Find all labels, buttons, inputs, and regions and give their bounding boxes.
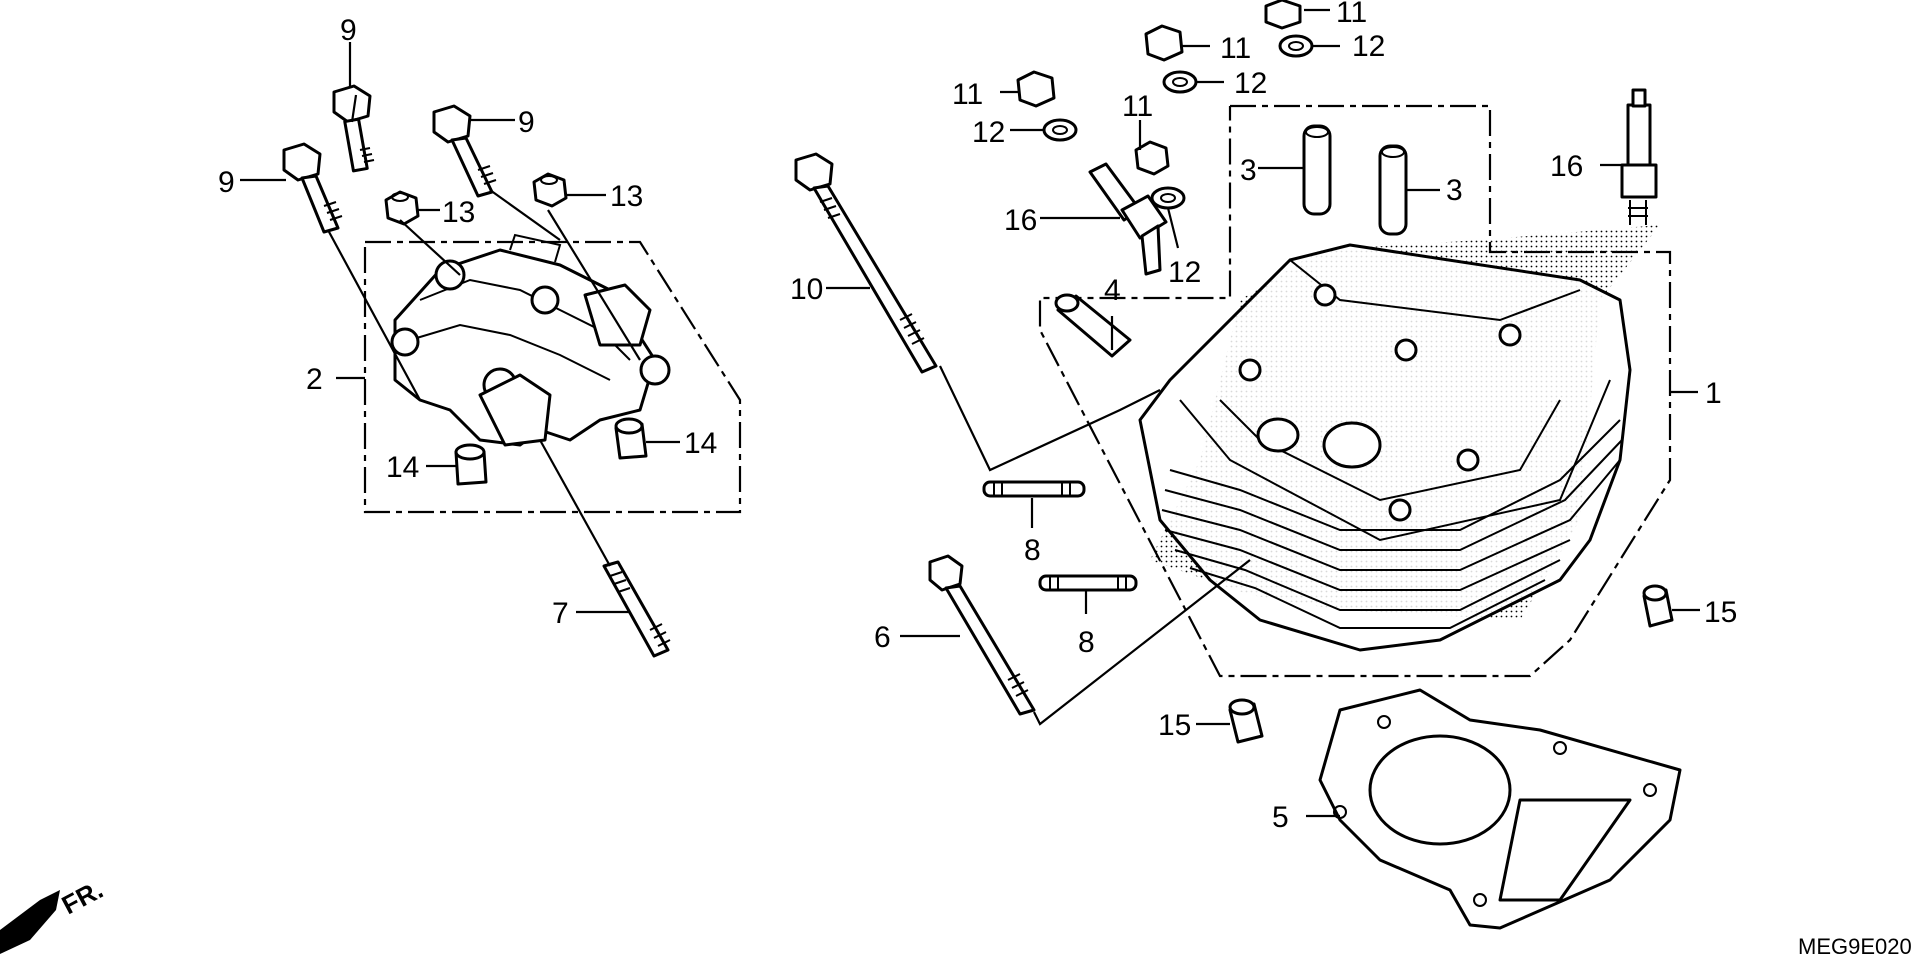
callout-15-b: 15 [1158, 709, 1191, 742]
dowel-14-b [614, 417, 648, 460]
bolt-6 [928, 554, 1036, 716]
callout-11-a: 11 [1336, 0, 1367, 29]
callout-13-a: 13 [442, 196, 475, 229]
washer-12-c [1042, 118, 1078, 142]
callout-10: 10 [790, 273, 823, 306]
bolt-9-b [432, 104, 497, 198]
callout-11-c: 11 [952, 78, 983, 111]
washer-12-b [1162, 70, 1198, 94]
rocker-arm-holder [390, 233, 671, 447]
callout-14-b: 14 [684, 427, 717, 460]
spark-plug-16-a [1620, 88, 1658, 225]
bolt-9-a [332, 84, 375, 173]
front-arrow-icon [0, 890, 60, 954]
rocker-group-boundary [363, 240, 742, 514]
callout-13-b: 13 [610, 180, 643, 213]
dowel-pin-8-a [982, 480, 1086, 498]
callout-6: 6 [874, 621, 891, 654]
washer-12-d [1150, 186, 1186, 210]
dowel-pin-8-b [1038, 574, 1138, 592]
callout-11-d: 11 [1122, 90, 1153, 123]
callout-1: 1 [1705, 377, 1722, 410]
nut-11-b [1144, 24, 1184, 62]
nut-13-b [532, 172, 568, 208]
rocker-arm-group [240, 42, 742, 658]
washer-12-a [1278, 34, 1314, 58]
callout-5: 5 [1272, 801, 1289, 834]
nut-11-c [1016, 70, 1056, 108]
front-label: FR. [57, 874, 108, 920]
dowel-14-a [454, 443, 488, 486]
nut-13-a [384, 190, 420, 226]
callout-4: 4 [1104, 274, 1121, 307]
nut-11-d [1134, 140, 1170, 176]
callout-11-b: 11 [1220, 32, 1251, 65]
valve-guide-3-a [1302, 124, 1332, 216]
valve-guide-3-b [1378, 144, 1408, 236]
callout-16-b: 16 [1004, 204, 1037, 237]
cylinder-head [1138, 243, 1632, 652]
cylinder-head-group [794, 0, 1700, 930]
callout-14-a: 14 [386, 451, 419, 484]
callout-7: 7 [552, 597, 569, 630]
callout-2: 2 [306, 363, 323, 396]
callout-3-a: 3 [1240, 154, 1257, 187]
callout-9-c: 9 [218, 166, 235, 199]
callout-16-a: 16 [1550, 150, 1583, 183]
callout-8-b: 8 [1078, 626, 1095, 659]
callout-12-d: 12 [1168, 256, 1201, 289]
dowel-15-b [1228, 698, 1264, 744]
bolt-10 [794, 152, 938, 374]
callout-9-b: 9 [518, 106, 535, 139]
callout-15-a: 15 [1704, 596, 1737, 629]
drawing-code: MEG9E020 [1798, 934, 1912, 954]
front-direction-indicator: FR. [0, 874, 108, 954]
callout-12-c: 12 [972, 116, 1005, 149]
callout-3-b: 3 [1446, 174, 1463, 207]
callout-9-a: 9 [340, 14, 357, 47]
dowel-15-a [1642, 584, 1674, 628]
callouts: 1 2 3 3 4 5 6 7 8 8 9 9 9 10 11 11 11 11… [218, 0, 1737, 834]
stud-bolt-7 [602, 560, 671, 658]
spark-plug-16-b [1088, 162, 1168, 276]
bolt-9-c [282, 142, 343, 234]
cylinder-head-gasket-5 [1318, 688, 1682, 930]
callout-8-a: 8 [1024, 534, 1041, 567]
callout-12-a: 12 [1352, 30, 1385, 63]
callout-12-b: 12 [1234, 67, 1267, 100]
nut-11-a [1264, 0, 1302, 30]
